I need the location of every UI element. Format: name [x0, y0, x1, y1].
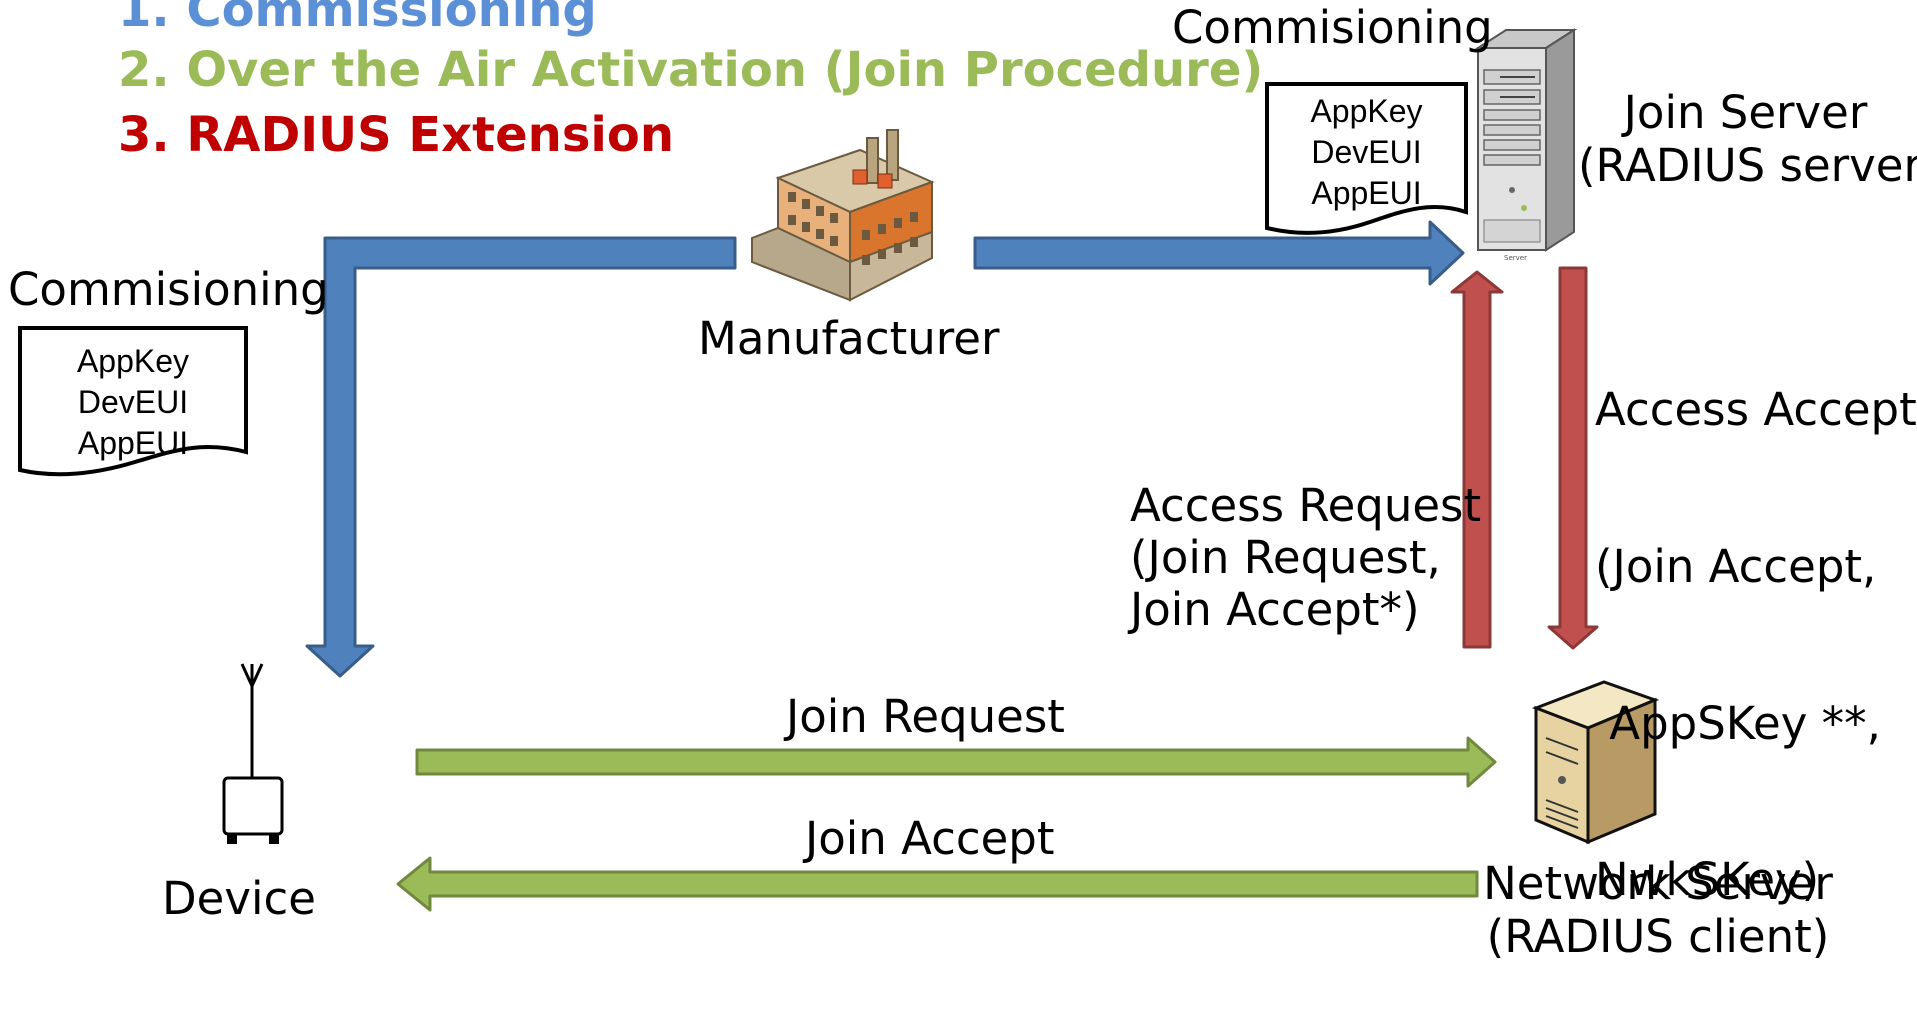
- access-accept-line4: NwkSKey): [1595, 853, 1820, 907]
- access-request-line1: Access Request: [1130, 479, 1482, 532]
- commissioning-arrow-to-join-server: [973, 220, 1465, 286]
- commissioning-doc-left-text: AppKey DevEUI AppEUI: [20, 341, 246, 464]
- doc-left-deveui: DevEUI: [77, 383, 189, 420]
- join-request-arrow: [415, 736, 1497, 788]
- join-server-label: Join Server (RADIUS server): [1578, 86, 1917, 193]
- commissioning-document-left: [18, 326, 248, 477]
- access-accept-arrow: [1547, 266, 1599, 650]
- antenna-device-icon: [222, 663, 284, 844]
- commissioning-title-left: Commisioning: [8, 263, 329, 316]
- diagram-graphics: Server: [18, 28, 1660, 912]
- join-request-label: Join Request: [786, 690, 1065, 743]
- network-server-label: Network Server (RADIUS client): [1478, 857, 1838, 963]
- manufacturer-label: Manufacturer: [698, 312, 1000, 365]
- access-accept-label: Access Accept (Join Accept, AppSKey **, …: [1595, 280, 1917, 1011]
- commissioning-document-right: [1265, 82, 1468, 235]
- network-server-label-line1: Network Server: [1483, 857, 1833, 910]
- join-server-label-line1: Join Server: [1623, 86, 1868, 139]
- access-accept-line3: AppSKey **,: [1595, 696, 1881, 750]
- access-request-arrow: [1450, 270, 1504, 649]
- doc-left-appeui: AppEUI: [77, 424, 189, 461]
- legend-item-radius: 3. RADIUS Extension: [118, 107, 675, 163]
- commissioning-arrow-to-device: [305, 236, 737, 678]
- commissioning-doc-right-text: AppKey DevEUI AppEUI: [1267, 91, 1466, 214]
- doc-right-appeui: AppEUI: [1311, 174, 1422, 211]
- access-request-line3: Join Accept*): [1130, 583, 1420, 637]
- access-request-label: Access Request (Join Request, Join Accep…: [1130, 479, 1482, 637]
- legend-item-commissioning: 1. Commissioning: [118, 0, 597, 38]
- factory-icon: [751, 129, 935, 302]
- access-accept-line2: (Join Accept,: [1595, 539, 1877, 593]
- network-server-label-line2: (RADIUS client): [1486, 910, 1830, 964]
- doc-left-appkey: AppKey: [76, 343, 190, 379]
- legend-item-otaa: 2. Over the Air Activation (Join Procedu…: [118, 42, 1264, 98]
- server-box-icon: [1531, 680, 1660, 845]
- server-tower-icon: Server: [1474, 28, 1578, 262]
- diagram-canvas: 1. Commissioning 2. Over the Air Activat…: [8, 0, 1917, 963]
- device-label: Device: [162, 872, 316, 925]
- join-server-label-line2: (RADIUS server): [1578, 139, 1917, 193]
- commissioning-title-right: Commisioning: [1172, 1, 1493, 54]
- access-accept-line1: Access Accept: [1595, 383, 1917, 437]
- join-accept-label: Join Accept: [805, 812, 1055, 865]
- join-accept-arrow: [396, 856, 1479, 912]
- server-tower-caption: Server: [1504, 254, 1527, 262]
- doc-right-appkey: AppKey: [1310, 93, 1423, 129]
- access-request-line2: (Join Request,: [1130, 531, 1441, 585]
- doc-right-deveui: DevEUI: [1311, 133, 1422, 170]
